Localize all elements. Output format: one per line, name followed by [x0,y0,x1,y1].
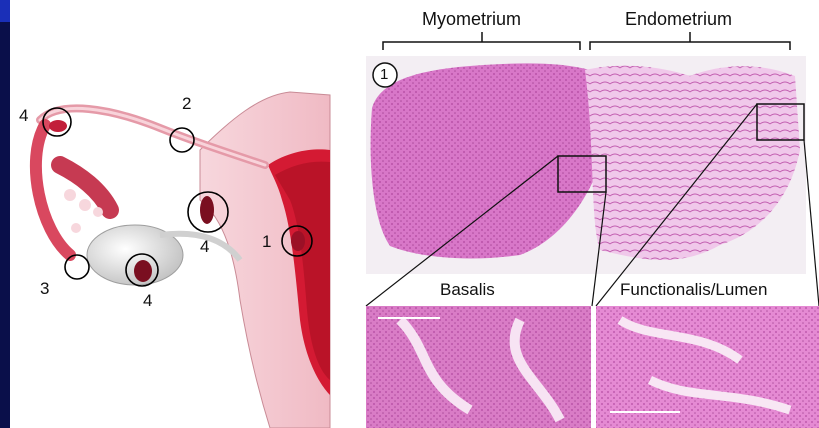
functionalis-label: Functionalis/Lumen [620,281,767,298]
endometrium-label: Endometrium [625,10,732,28]
site-label-endometrium: 1 [262,233,271,250]
basalis-label: Basalis [440,281,495,298]
myometrium-label: Myometrium [422,10,521,28]
panel-number: 1 [380,67,388,82]
myometrium-bracket [383,32,580,50]
site-label-fallopian-distal: 4 [19,107,28,124]
site-label-ovary: 4 [143,292,152,309]
site-label-fallopian-mid: 2 [182,95,191,112]
endometrium-bracket [590,32,790,50]
site-label-ovary-surface: 3 [40,280,49,297]
site-label-uterus-wall: 4 [200,238,209,255]
